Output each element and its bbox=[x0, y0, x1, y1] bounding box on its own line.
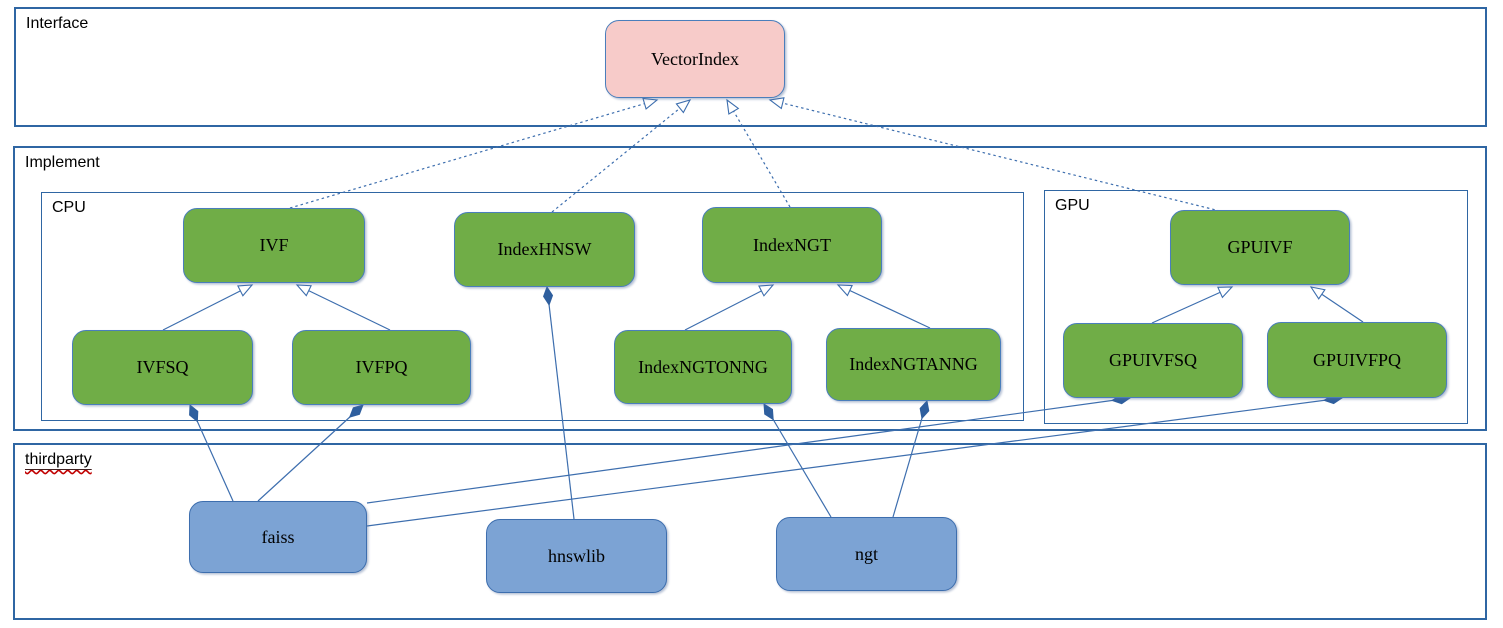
node-vectorindex-label: VectorIndex bbox=[651, 48, 739, 69]
edge-realization-gpuivf-to-vectorindex[interactable] bbox=[768, 97, 1221, 212]
container-gpu-label: GPU bbox=[1055, 197, 1090, 214]
node-gpuivf-label: GPUIVF bbox=[1227, 237, 1293, 257]
node-indexhnsw-label: IndexHNSW bbox=[497, 239, 592, 259]
node-gpuivfpq-label: GPUIVFPQ bbox=[1312, 349, 1402, 370]
node-hnswlib-label: hnswlib bbox=[547, 545, 605, 566]
container-cpu[interactable]: CPU bbox=[41, 192, 1024, 421]
node-ngt[interactable]: ngt bbox=[776, 517, 957, 591]
edge-realization-indexngt-to-vectorindex[interactable] bbox=[726, 98, 791, 208]
edge-composition-ivfsq-to-faiss[interactable] bbox=[189, 403, 234, 502]
node-ivfpq-label: IVFPQ bbox=[355, 357, 408, 377]
edge-realization-indexhnsw-to-vectorindex[interactable] bbox=[551, 99, 692, 213]
node-indexngt[interactable]: IndexNGT bbox=[702, 207, 882, 283]
node-ivfpq[interactable]: IVFPQ bbox=[292, 330, 471, 405]
node-hnswlib[interactable]: hnswlib bbox=[486, 519, 667, 593]
container-thirdparty-label: thirdparty bbox=[25, 451, 92, 469]
node-ngt-label: ngt bbox=[854, 543, 878, 564]
node-gpuivfsq-label: GPUIVFSQ bbox=[1108, 350, 1198, 370]
container-interface[interactable]: Interface bbox=[14, 7, 1487, 127]
node-indexngtanng-label: IndexNGTANNG bbox=[849, 354, 978, 374]
node-ivf[interactable]: IVF bbox=[183, 208, 365, 283]
edge-inheritance-gpuivfpq-to-gpuivf[interactable] bbox=[1309, 286, 1364, 323]
node-indexngtanng[interactable]: IndexNGTANNG bbox=[826, 328, 1001, 401]
node-ivf-label: IVF bbox=[259, 235, 289, 255]
edge-composition-ivfpq-to-faiss[interactable] bbox=[257, 404, 364, 502]
container-gpu[interactable]: GPU bbox=[1044, 190, 1468, 424]
node-faiss-label: faiss bbox=[261, 526, 295, 547]
container-interface-label: Interface bbox=[26, 15, 89, 32]
edge-inheritance-gpuivfsq-to-gpuivf[interactable] bbox=[1151, 286, 1234, 324]
edge-inheritance-ivfsq-to-ivf[interactable] bbox=[162, 284, 254, 331]
edge-inheritance-ivfpq-to-ivf[interactable] bbox=[295, 284, 391, 331]
container-implement-label: Implement bbox=[25, 154, 100, 171]
node-ivfsq[interactable]: IVFSQ bbox=[72, 330, 253, 405]
edge-composition-gpuivfsq-to-faiss[interactable] bbox=[366, 394, 1132, 504]
edge-inheritance-indexngtonng-to-indexngt[interactable] bbox=[684, 284, 775, 331]
node-indexngtonng-label: IndexNGTONNG bbox=[638, 356, 768, 377]
edge-composition-gpuivfpq-to-faiss[interactable] bbox=[366, 394, 1344, 527]
container-thirdparty-label-text: thirdparty bbox=[25, 451, 92, 468]
container-thirdparty[interactable]: thirdparty bbox=[13, 443, 1487, 620]
edge-composition-indexhnsw-to-hnswlib[interactable] bbox=[543, 285, 575, 520]
node-indexhnsw[interactable]: IndexHNSW bbox=[454, 212, 635, 287]
node-gpuivf[interactable]: GPUIVF bbox=[1170, 210, 1350, 285]
node-gpuivfpq[interactable]: GPUIVFPQ bbox=[1267, 322, 1447, 398]
container-cpu-label: CPU bbox=[52, 199, 86, 216]
node-faiss[interactable]: faiss bbox=[189, 501, 367, 573]
edge-composition-indexngtonng-to-ngt[interactable] bbox=[763, 403, 832, 518]
node-ivfsq-label: IVFSQ bbox=[136, 357, 189, 377]
node-vectorindex[interactable]: VectorIndex bbox=[605, 20, 785, 98]
node-gpuivfsq[interactable]: GPUIVFSQ bbox=[1063, 323, 1243, 398]
edge-inheritance-indexngtanng-to-indexngt[interactable] bbox=[836, 284, 931, 329]
node-indexngtonng[interactable]: IndexNGTONNG bbox=[614, 330, 792, 404]
edge-realization-ivf-to-vectorindex[interactable] bbox=[289, 97, 659, 209]
edge-composition-indexngtanng-to-ngt[interactable] bbox=[892, 399, 930, 518]
container-implement[interactable]: Implement bbox=[13, 146, 1487, 431]
node-indexngt-label: IndexNGT bbox=[753, 234, 831, 255]
